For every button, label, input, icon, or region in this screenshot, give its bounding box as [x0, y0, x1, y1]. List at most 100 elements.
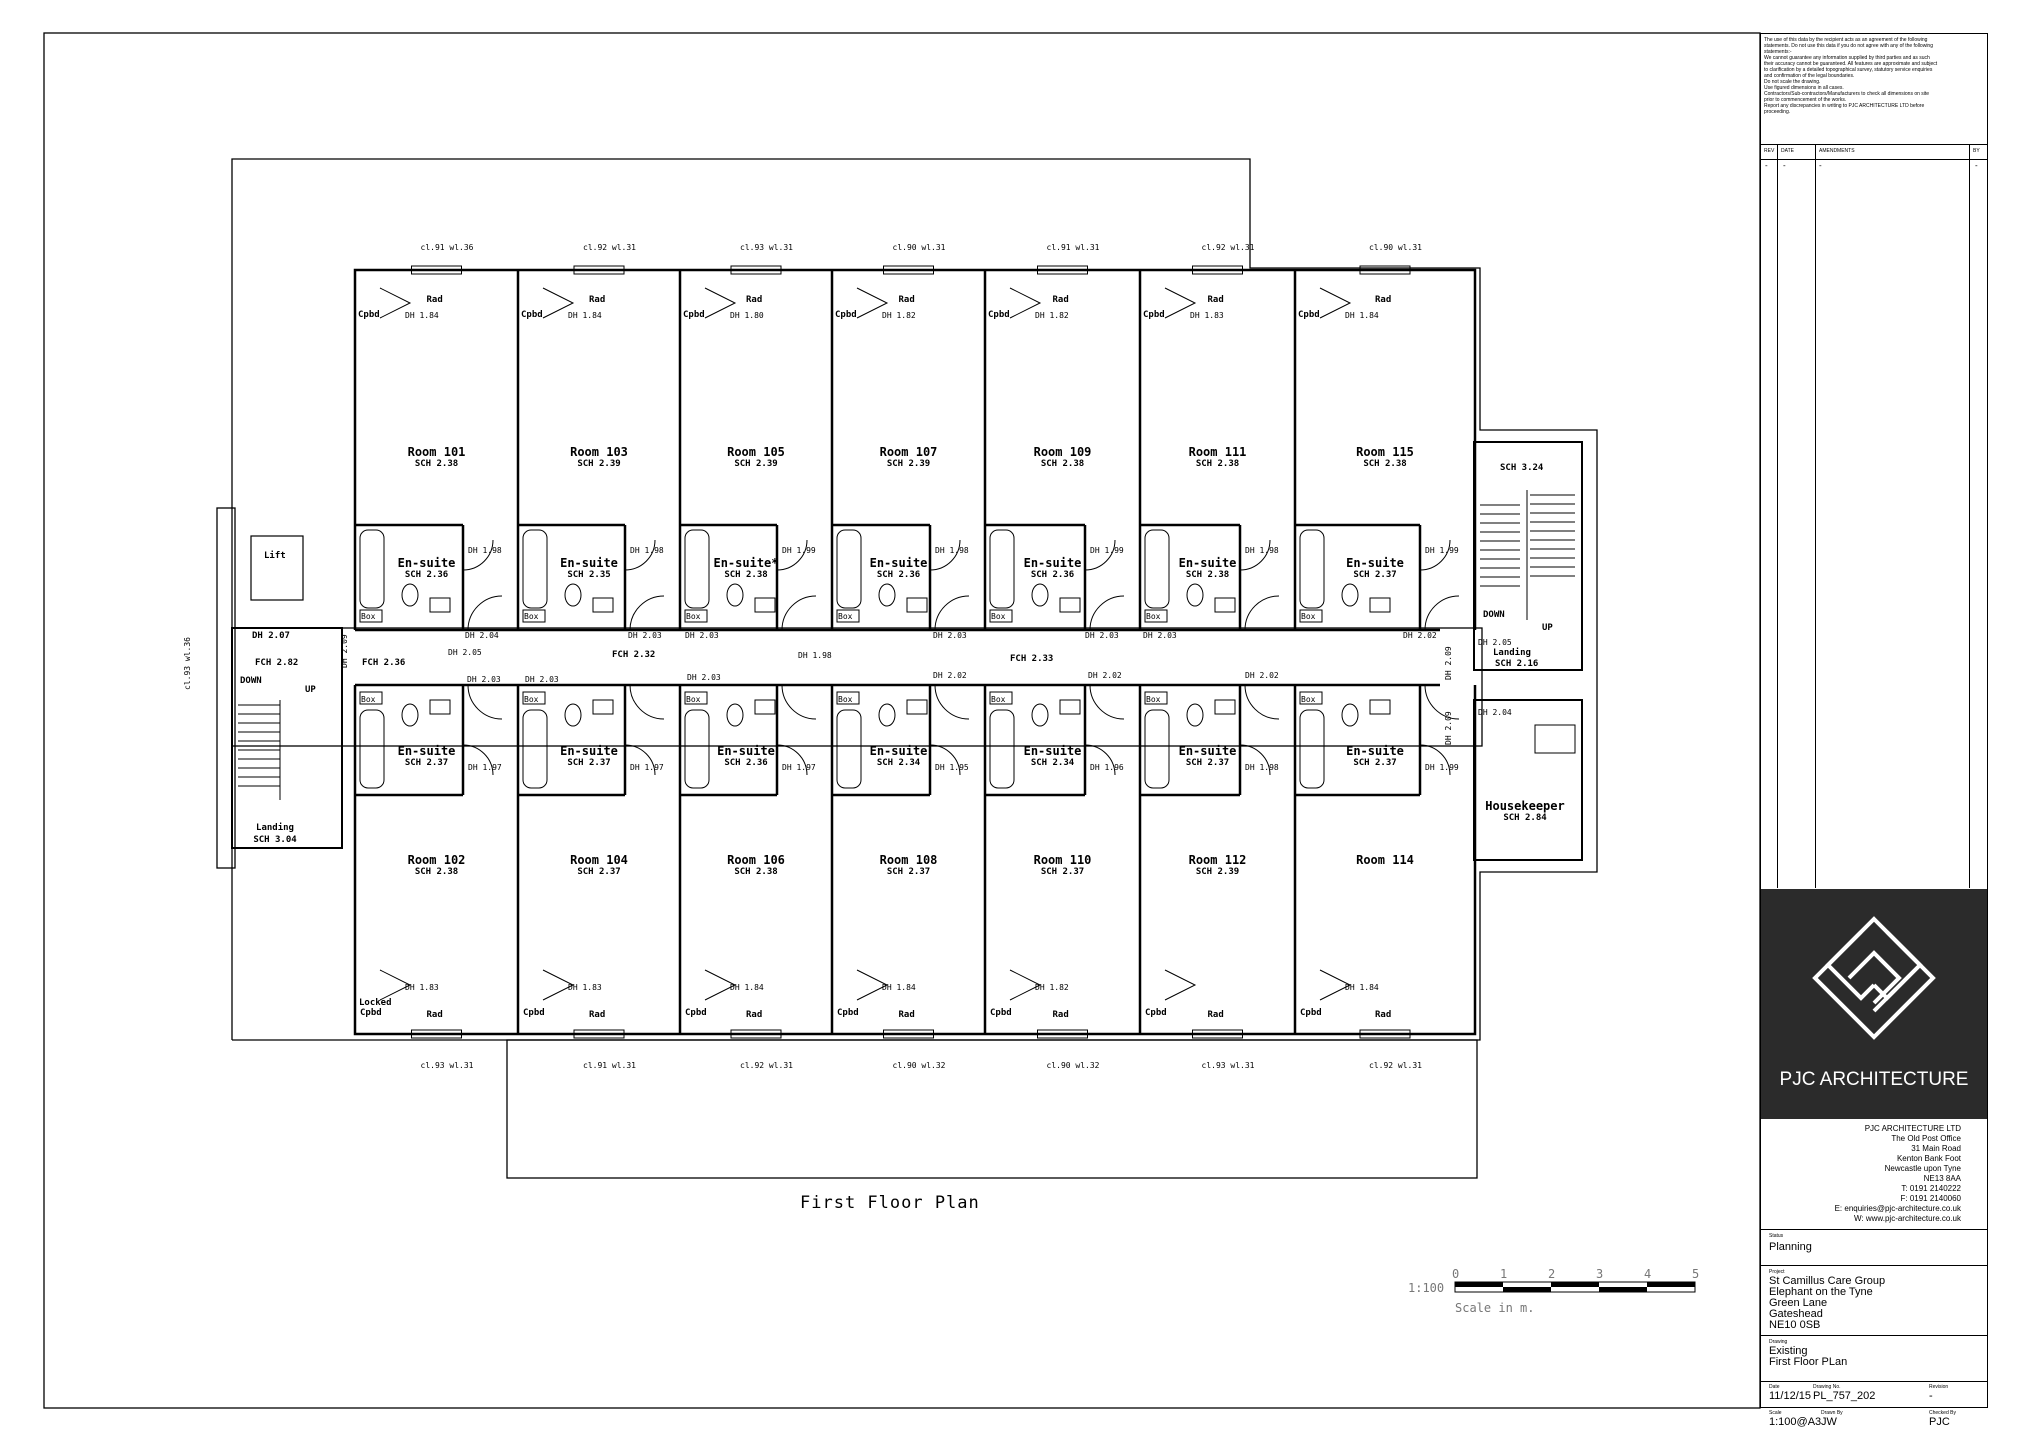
box-label: Box	[686, 695, 701, 704]
basin-icon	[1369, 699, 1391, 715]
box-icon	[989, 691, 1013, 705]
revision-field: -	[1929, 1390, 1933, 1402]
window	[1359, 1029, 1411, 1039]
room-name: Room 102	[408, 853, 466, 867]
box-icon	[359, 609, 383, 623]
down-right-label: DOWN	[1483, 610, 1505, 620]
scale-segment	[1599, 1287, 1647, 1292]
by-header: BY	[1973, 148, 1980, 154]
note-line: to clarification by a detailed topograph…	[1764, 67, 1933, 73]
door-swing	[467, 684, 503, 720]
door-swing	[929, 539, 961, 571]
ensuite-name: En-suite	[560, 556, 618, 570]
cpbd-label: Cpbd	[1298, 310, 1320, 320]
housekeeper-sink	[1534, 724, 1576, 754]
room-sch: SCH 2.39	[887, 459, 930, 469]
address-line: PJC ARCHITECTURE LTD	[1864, 1124, 1961, 1133]
drawing-no-field: PL_757_202	[1813, 1390, 1876, 1402]
project-line: Green Lane	[1769, 1297, 1828, 1309]
ensuite-dh: DH 1.96	[1090, 763, 1124, 772]
dh-205b-label: DH 2.05	[1478, 638, 1512, 647]
box-icon	[522, 691, 546, 705]
room-name: Room 101	[408, 445, 466, 459]
toilet-icon	[726, 703, 744, 727]
note-line: statements. Do not use this data if you …	[1764, 43, 1933, 49]
door-swing	[1089, 595, 1125, 631]
ensuite-dh: DH 1.99	[782, 546, 816, 555]
cupboard-door	[379, 969, 412, 1001]
bathtub-icon	[522, 709, 548, 789]
rad-label: Rad	[427, 295, 443, 305]
box-label: Box	[1146, 695, 1161, 704]
project-line: Gateshead	[1769, 1308, 1823, 1320]
box-label: Box	[991, 612, 1006, 621]
box-icon	[989, 609, 1013, 623]
ensuite-dh: DH 1.98	[1245, 763, 1279, 772]
window	[573, 265, 625, 275]
window-tag-bottom: cl.90 wl.32	[1047, 1061, 1100, 1070]
ensuite-name: En-suite	[717, 744, 775, 758]
vertical-dh-3: DH 2.09	[1444, 711, 1453, 745]
status-cell: Status Planning	[1761, 1229, 1987, 1266]
window-tag-bottom: cl.92 wl.31	[1369, 1061, 1422, 1070]
note-line: their accuracy cannot be guaranteed. All…	[1764, 61, 1938, 67]
box-label: Box	[361, 612, 376, 621]
up-right-label: UP	[1542, 623, 1553, 633]
door-swing	[1419, 744, 1451, 776]
room-dh: DH 1.84	[882, 983, 916, 992]
bathtub-icon	[1299, 709, 1325, 789]
dh-203-label: DH 2.03	[467, 675, 501, 684]
door-swing	[1089, 684, 1125, 720]
rad-label: Rad	[1375, 295, 1391, 305]
status-value: Planning	[1769, 1241, 1812, 1253]
scale-field: 1:100@A3	[1769, 1416, 1822, 1428]
window-tag-left: cl.93 wl.36	[183, 637, 192, 690]
rad-label: Rad	[1208, 295, 1224, 305]
box-label: Box	[361, 695, 376, 704]
cupboard-door	[1009, 287, 1042, 319]
down-left-label: DOWN	[240, 676, 262, 686]
window	[883, 265, 934, 275]
drawing-line: Existing	[1769, 1345, 1808, 1357]
ensuite-sch: SCH 2.37	[567, 758, 610, 768]
note-line: The use of this data by the recipient ac…	[1764, 37, 1928, 43]
ensuite-dh: DH 1.99	[1425, 546, 1459, 555]
vertical-dh-1: DH 2.09	[340, 634, 349, 668]
scale-caption-tb: Scale	[1769, 1410, 1782, 1416]
room-sch: SCH 2.37	[1041, 867, 1084, 877]
room-dh: DH 1.82	[882, 311, 916, 320]
rad-label: Rad	[1208, 1010, 1224, 1020]
box-icon	[684, 691, 708, 705]
ensuite-name: En-suite	[1024, 744, 1082, 758]
drawn-by-caption: Drawn By	[1821, 1410, 1843, 1416]
room-name: Room 103	[570, 445, 628, 459]
cpbd-label: Cpbd	[835, 310, 857, 320]
scale-tick: 0	[1452, 1267, 1459, 1281]
ensuite-sch: SCH 2.37	[405, 758, 448, 768]
drawing-caption: Drawing	[1769, 1339, 1788, 1345]
dh-202d-label: DH 2.02	[1403, 631, 1437, 640]
toilet-icon	[401, 703, 419, 727]
date-header: DATE	[1781, 148, 1794, 154]
window-tag-bottom: cl.92 wl.31	[740, 1061, 793, 1070]
door-swing	[934, 684, 970, 720]
window-tag-top: cl.93 wl.31	[740, 243, 793, 252]
window	[411, 265, 462, 275]
bathtub-icon	[684, 709, 710, 789]
door-swing	[781, 595, 817, 631]
rad-label: Rad	[899, 295, 915, 305]
bathtub-icon	[522, 529, 548, 609]
room-name: Room 112	[1189, 853, 1247, 867]
scale-tick: 1	[1500, 1267, 1507, 1281]
cupboard-door	[704, 287, 737, 319]
amendments-value: -	[1819, 161, 1822, 170]
dh-202b-label: DH 2.02	[1088, 671, 1122, 680]
box-label: Box	[838, 612, 853, 621]
ensuite-dh: DH 1.98	[1245, 546, 1279, 555]
door-swing	[929, 744, 961, 776]
basin-icon	[429, 597, 451, 613]
bathtub-icon	[359, 709, 385, 789]
